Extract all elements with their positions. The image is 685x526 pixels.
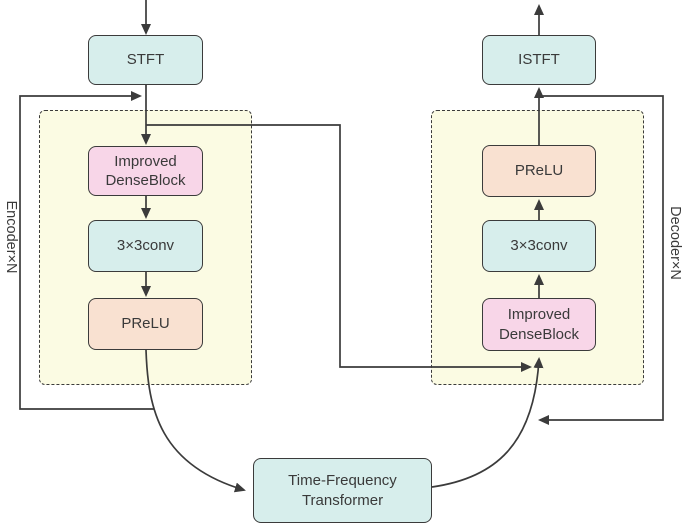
transformer-label-line1: Time-Frequency [288, 472, 397, 490]
encoder-outer-skip-line [19, 91, 154, 410]
stft-node: STFT [88, 35, 203, 85]
istft-node: ISTFT [482, 35, 596, 85]
encoder-side-label: Encoder×N [3, 200, 19, 274]
istft-label: ISTFT [518, 51, 560, 69]
encoder-conv-label: 3×3conv [116, 237, 175, 255]
encoder-conv-node: 3×3conv [88, 220, 203, 272]
transformer-node: Time-Frequency Transformer [253, 458, 432, 523]
encoder-to-decoder-skip-line [146, 124, 532, 372]
decoder-denseblock-label-line2: DenseBlock [498, 325, 580, 343]
decoder-prelu-node: PReLU [482, 145, 596, 197]
encoder-denseblock-label-line1: Improved [114, 152, 177, 170]
decoder-conv-label: 3×3conv [510, 237, 568, 255]
encoder-denseblock-node: Improved DenseBlock [88, 146, 203, 196]
encoder-prelu-node: PReLU [88, 298, 203, 350]
decoder-side-label: Decoder×N [667, 206, 683, 280]
encoder-to-transformer-curve [145, 349, 246, 493]
encoder-prelu-label: PReLU [121, 315, 170, 333]
decoder-conv-node: 3×3conv [482, 220, 596, 272]
transformer-label-line2: Transformer [301, 491, 384, 509]
decoder-denseblock-node: Improved DenseBlock [482, 298, 596, 351]
stft-label: STFT [126, 51, 165, 69]
encoder-denseblock-label-line2: DenseBlock [105, 172, 186, 189]
decoder-prelu-label: PReLU [514, 162, 564, 180]
decoder-denseblock-label-line1: Improved [507, 306, 571, 324]
transformer-to-decoder-curve [431, 357, 544, 488]
decoder-outer-skip-line [538, 95, 664, 425]
